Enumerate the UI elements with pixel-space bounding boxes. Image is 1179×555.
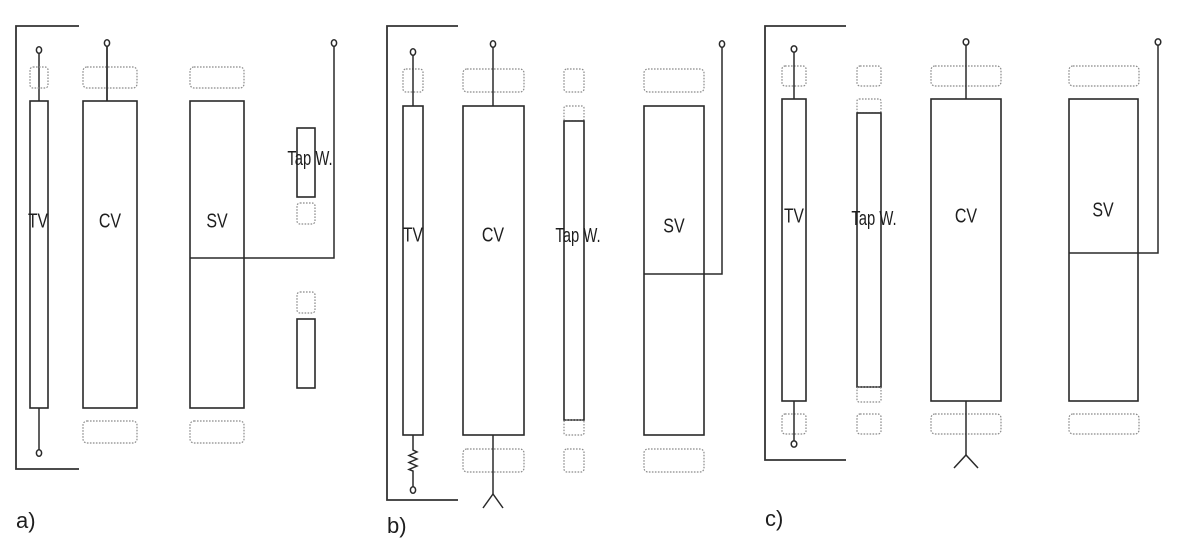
- panel-c-sv-top-placeholder: [1068, 65, 1140, 87]
- panel-b-tap-w-bottom-placeholder: [563, 448, 585, 473]
- panel-b-tap-w-label: Tap W.: [555, 224, 600, 247]
- panel-c-tv: TV: [781, 45, 807, 448]
- panel-c-tap-w-lower-gap: [856, 386, 882, 403]
- panel-b-cv: CV: [462, 39, 525, 509]
- panel-b-tap-w-lower-gap: [563, 419, 585, 436]
- panel-a-tap-w-label: Tap W.: [287, 147, 332, 170]
- panel-a-tv-top-terminal-icon: [35, 45, 43, 55]
- panel-b-sv: SV: [643, 39, 726, 473]
- panel-a-cv-top-placeholder: [82, 66, 138, 89]
- panel-c-cv-drain-icon: [953, 453, 979, 469]
- panel-a-tap-w-lower-placeholder: [296, 291, 316, 314]
- panel-c-sv-terminal-icon: [1154, 38, 1162, 46]
- panel-c-tap-w-bottom-placeholder: [856, 413, 882, 435]
- panel-b-label: b): [387, 513, 407, 538]
- panel-b-tap-w: Tap W.: [555, 68, 601, 473]
- panel-a-sv: SV: [189, 38, 338, 444]
- panel-b-tap-w-vessel[interactable]: [563, 120, 585, 421]
- panel-c-tap-w-vessel[interactable]: [856, 112, 882, 388]
- panel-a-cv-label: CV: [99, 210, 121, 232]
- panel-a-tv-top-placeholder: [29, 66, 49, 89]
- panel-a-tap-w-lower-vessel[interactable]: [296, 318, 316, 389]
- panel-b-tv-vessel[interactable]: [402, 105, 424, 436]
- panel-b-sv-top-placeholder: [643, 68, 705, 93]
- panel-b-sv-terminal-icon: [718, 39, 726, 49]
- panel-c-cv-vessel[interactable]: [930, 98, 1002, 402]
- panel-a-sv-terminal-icon: [330, 38, 338, 48]
- panel-c-sv-bottom-placeholder: [1068, 413, 1140, 435]
- panel-c-tap-w-upper-gap: [856, 98, 882, 114]
- panel-a-cv-top-terminal-icon: [103, 38, 111, 48]
- panel-b-cv-drain-icon: [482, 492, 504, 509]
- panel-b-tv-bottom-terminal-icon: [409, 485, 417, 495]
- panel-b-cv-label: CV: [482, 224, 504, 246]
- panel-a-tap-w-upper-placeholder: [296, 202, 316, 225]
- panel-c-tap-w: Tap W.: [851, 65, 897, 435]
- panel-b: TV CV Tap W. SV: [386, 25, 726, 538]
- panel-c-label: c): [765, 506, 783, 531]
- panel-c-bracket: [764, 25, 846, 461]
- panel-b-bracket: [386, 25, 458, 501]
- panel-b-sv-vessel[interactable]: [643, 105, 705, 436]
- panel-c: TV Tap W. CV SV: [764, 25, 1162, 531]
- panel-a-sv-vessel[interactable]: [189, 100, 245, 409]
- panel-c-cv: CV: [930, 38, 1002, 469]
- panel-a-sv-label: SV: [206, 210, 227, 232]
- panel-c-tap-w-top-placeholder: [856, 65, 882, 87]
- panel-b-tv-label: TV: [403, 224, 423, 246]
- panel-c-sv-outlet-line: [1069, 45, 1159, 254]
- panel-a-sv-top-placeholder: [189, 66, 245, 89]
- panel-a-tap-w: Tap W.: [287, 127, 333, 389]
- panel-c-cv-label: CV: [955, 205, 977, 227]
- panel-c-tv-label: TV: [784, 205, 804, 227]
- panel-a-cv-bottom-placeholder: [82, 420, 138, 444]
- panel-a-cv: CV: [82, 38, 138, 444]
- panel-c-cv-top-terminal-icon: [962, 38, 970, 46]
- panel-b-tap-w-upper-gap: [563, 105, 585, 122]
- panel-b-tv: TV: [402, 47, 424, 495]
- panel-a-sv-outlet-line: [190, 46, 335, 259]
- panel-b-sv-label: SV: [663, 215, 684, 237]
- panel-a-tv-vessel[interactable]: [29, 100, 49, 409]
- panel-a: TV CV SV Tap W. a): [15, 25, 338, 533]
- panel-a-cv-vessel[interactable]: [82, 100, 138, 409]
- panel-a-tv: TV: [28, 45, 49, 458]
- panel-c-tv-top-terminal-icon: [790, 45, 798, 53]
- panel-b-sv-bottom-placeholder: [643, 448, 705, 473]
- panel-b-tap-w-top-placeholder: [563, 68, 585, 93]
- panel-a-label: a): [16, 508, 36, 533]
- panel-c-sv-vessel[interactable]: [1068, 98, 1139, 402]
- panel-b-cv-bottom-placeholder: [462, 448, 525, 473]
- panel-a-sv-bottom-placeholder: [189, 420, 245, 444]
- panel-b-tv-top-terminal-icon: [409, 47, 417, 57]
- panel-b-cv-vessel[interactable]: [462, 105, 525, 436]
- panel-a-bracket: [15, 25, 79, 470]
- panel-b-cv-top-terminal-icon: [489, 39, 497, 49]
- panel-c-tap-w-label: Tap W.: [851, 207, 896, 230]
- panel-b-tv-spring-icon: [407, 435, 419, 487]
- panel-b-cv-top-placeholder: [462, 68, 525, 93]
- panel-c-sv: SV: [1068, 38, 1162, 435]
- panel-a-tv-label: TV: [28, 210, 48, 232]
- panel-c-sv-label: SV: [1092, 199, 1113, 221]
- panel-c-tv-bottom-terminal-icon: [790, 440, 798, 448]
- panel-a-tv-bottom-terminal-icon: [35, 448, 43, 458]
- panel-a-tap-w-upper-vessel[interactable]: [296, 127, 316, 198]
- panel-b-sv-outlet-line: [644, 47, 723, 275]
- panel-c-tv-vessel[interactable]: [781, 98, 807, 402]
